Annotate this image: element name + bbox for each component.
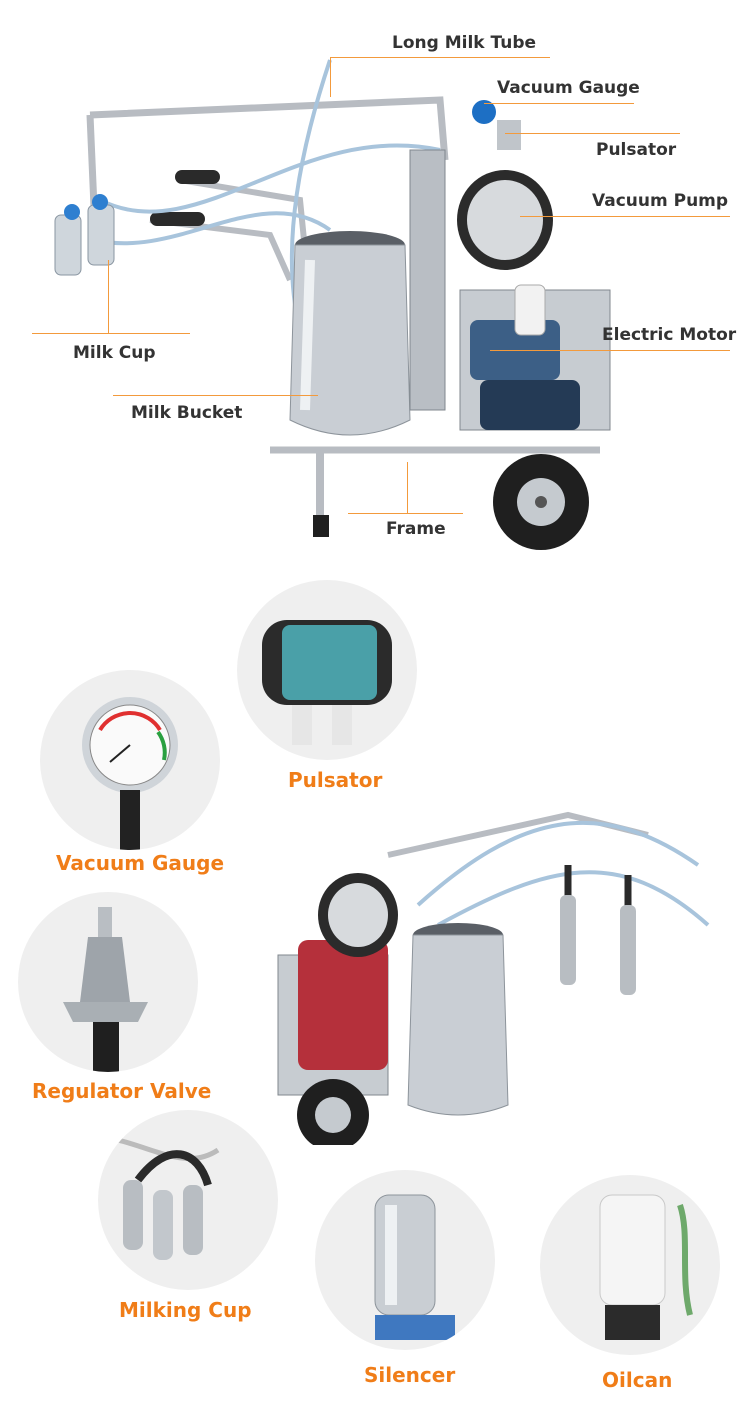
label-pulsator: Pulsator [596, 140, 677, 160]
milking-machine-second-view [277, 811, 710, 1145]
callout-line-long-milk-tube-vertical [330, 57, 331, 97]
callout-line-milk-cup-vertical [108, 260, 109, 333]
oilcan-detail-photo [540, 1175, 720, 1355]
callout-line-pulsator [505, 133, 680, 134]
callout-line-frame-vertical [407, 462, 408, 513]
label-pulsator-detail: Pulsator [288, 768, 383, 792]
label-long-milk-tube: Long Milk Tube [392, 33, 537, 53]
milking-cup-detail-photo [98, 1110, 278, 1290]
label-electric-motor: Electric Motor [602, 325, 737, 345]
label-milk-cup: Milk Cup [73, 343, 156, 363]
callout-line-vacuum-pump [520, 216, 730, 217]
label-frame: Frame [386, 519, 446, 539]
label-oilcan-detail: Oilcan [602, 1368, 673, 1392]
callout-line-milk-cup [32, 333, 190, 334]
vacuum-gauge-detail-photo [40, 670, 220, 850]
callout-line-vacuum-gauge [484, 103, 634, 104]
label-milk-bucket: Milk Bucket [131, 403, 243, 423]
pulsator-detail-photo [237, 580, 417, 760]
label-regulator-valve-detail: Regulator Valve [32, 1079, 212, 1103]
label-vacuum-gauge: Vacuum Gauge [497, 78, 640, 98]
silencer-detail-photo [315, 1170, 495, 1350]
label-milking-cup-detail: Milking Cup [119, 1298, 252, 1322]
label-vacuum-pump: Vacuum Pump [592, 191, 729, 211]
callout-line-milk-bucket [113, 395, 318, 396]
callout-line-frame [348, 513, 463, 514]
label-vacuum-gauge-detail: Vacuum Gauge [56, 851, 225, 875]
callout-line-electric-motor [490, 350, 730, 351]
label-silencer-detail: Silencer [364, 1363, 456, 1387]
milking-machine-illustration [54, 59, 611, 550]
regulator-valve-detail-photo [18, 892, 198, 1072]
callout-line-long-milk-tube [330, 57, 550, 58]
